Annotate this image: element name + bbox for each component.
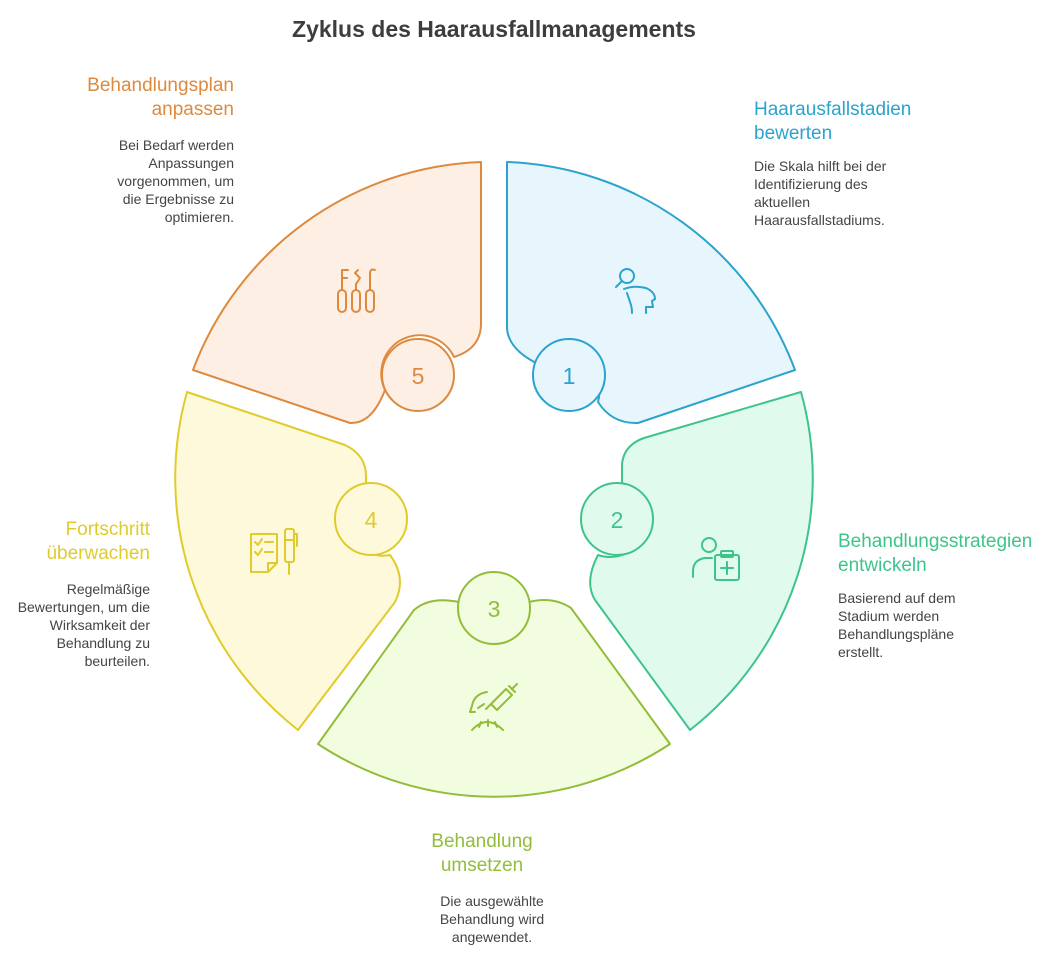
step-5-description-line-1: Bei Bedarf werden <box>118 137 234 153</box>
diagram-title: Zyklus des Haarausfallmanagements <box>292 16 696 42</box>
step-5-description-line-3: vorgenommen, um <box>117 173 234 189</box>
segment-3: 3 <box>317 571 671 798</box>
step-2-heading-line-1: Behandlungsstrategien <box>838 531 1033 552</box>
step-2-description-line-3: Behandlungspläne <box>838 626 954 642</box>
step-5-heading-line-2: anpassen <box>151 99 234 120</box>
step-5-description-line-4: die Ergebnisse zu <box>122 191 234 207</box>
step-1-heading-line-1: Haarausfallstadien <box>754 99 912 120</box>
step-4-description-line-4: Behandlung zu <box>56 635 150 651</box>
segment-1: 1 <box>505 161 796 425</box>
head-magnifier-icon <box>615 268 656 314</box>
segment-4: 4 <box>174 391 408 731</box>
step-4-description-line-2: Bewertungen, um die <box>17 599 150 615</box>
step-3-heading-line-1: Behandlung <box>431 831 533 852</box>
step-1-heading: Haarausfallstadien bewerten <box>754 98 911 146</box>
step-2-number: 2 <box>611 507 624 533</box>
step-1-heading-line-2: bewerten <box>754 123 833 144</box>
step-2-circle <box>580 482 654 556</box>
step-4-circle <box>334 482 408 556</box>
step-4-heading: Fortschritt überwachen <box>0 518 150 566</box>
step-1-description-line-1: Die Skala hilft bei der <box>754 158 887 174</box>
step-3-description-line-3: angewendet. <box>451 929 533 945</box>
step-5-description: Bei Bedarf werden Anpassungen vorgenomme… <box>34 136 234 226</box>
step-1-description: Die Skala hilft bei der Identifizierung … <box>754 157 886 229</box>
checklist-pen-icon <box>250 528 298 575</box>
step-5-heading-line-1: Behandlungsplan <box>87 75 234 96</box>
step-3-circle <box>457 571 531 645</box>
person-clipboard-icon <box>692 537 740 581</box>
step-3-description-line-2: Behandlung wird <box>439 911 545 927</box>
step-2-heading: Behandlungsstrategien entwickeln <box>838 530 1032 578</box>
step-2-description-line-1: Basierend auf dem <box>838 590 956 606</box>
tools-icon <box>337 268 376 313</box>
step-5-number: 5 <box>412 363 425 389</box>
segment-2: 2 <box>580 391 814 731</box>
step-5-circle <box>381 338 455 412</box>
step-4-heading-line-2: überwachen <box>46 543 150 564</box>
step-5-description-line-2: Anpassungen <box>148 155 234 171</box>
step-1-description-line-2: Identifizierung des <box>754 176 868 192</box>
segment-5: 5 <box>192 161 482 425</box>
step-2-description-line-4: erstellt. <box>838 644 884 660</box>
step-3-heading: Behandlung umsetzen <box>392 830 572 878</box>
step-3-description: Die ausgewählte Behandlung wird angewend… <box>402 892 582 946</box>
step-3-heading-line-2: umsetzen <box>440 855 524 876</box>
step-2-heading-line-2: entwickeln <box>838 555 927 576</box>
step-4-number: 4 <box>365 507 378 533</box>
step-5-description-line-5: optimieren. <box>164 209 234 225</box>
step-2-description-line-2: Stadium werden <box>838 608 940 624</box>
step-1-description-line-3: aktuellen <box>754 194 811 210</box>
step-3-description-line-1: Die ausgewählte <box>440 893 544 909</box>
step-4-heading-line-1: Fortschritt <box>65 519 150 540</box>
step-1-description-line-4: Haarausfallstadiums. <box>754 212 885 228</box>
step-4-description-line-3: Wirksamkeit der <box>49 617 150 633</box>
step-5-heading: Behandlungsplan anpassen <box>34 74 234 122</box>
step-4-description-line-1: Regelmäßige <box>66 581 150 597</box>
step-4-description: Regelmäßige Bewertungen, um die Wirksamk… <box>0 580 150 670</box>
head-syringe-icon <box>469 683 518 731</box>
step-4-description-line-5: beurteilen. <box>84 653 150 669</box>
step-2-description: Basierend auf dem Stadium werden Behandl… <box>838 589 956 661</box>
step-3-number: 3 <box>488 596 501 622</box>
step-1-number: 1 <box>563 363 576 389</box>
step-1-circle <box>532 338 606 412</box>
